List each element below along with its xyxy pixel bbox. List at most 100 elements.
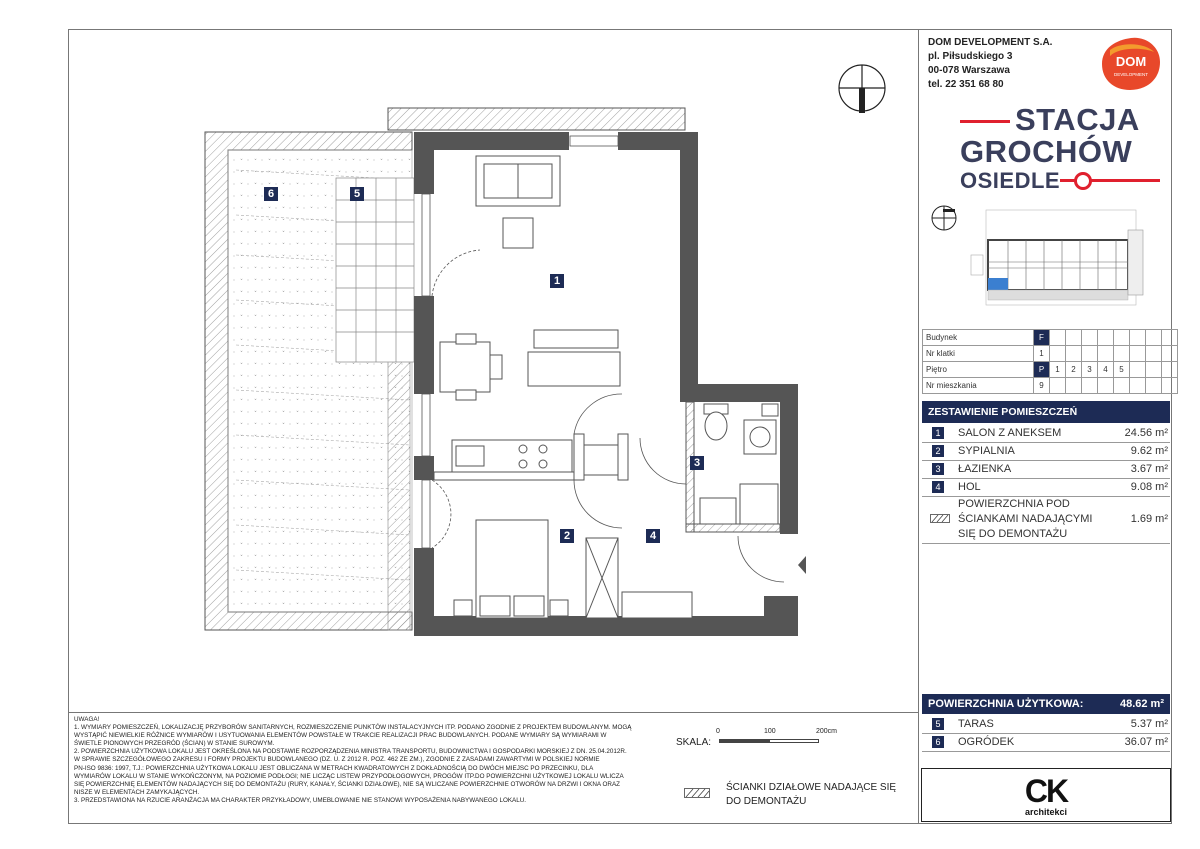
room-name: SYPIALNIA: [958, 445, 1015, 457]
usable-area-value: 48.62 m²: [1119, 698, 1164, 710]
pietro-value-p: P: [1033, 361, 1050, 378]
extra-name: TARAS: [958, 718, 994, 730]
brand-line-3: OSIEDLE: [960, 168, 1061, 193]
room-area: 24.56 m²: [1124, 427, 1168, 439]
legend-line-1: ŚCIANKI DZIAŁOWE NADAJĄCE SIĘ: [726, 782, 897, 793]
company-city: 00-078 Warszawa: [928, 65, 1010, 76]
note-line: NISZE W ELEMENTACH ZAMYKAJĄCYCH.: [74, 788, 200, 796]
key-plan: [931, 205, 1144, 306]
legend-line-2: DO DEMONTAŻU: [726, 796, 807, 807]
scale-label: SKALA:: [676, 737, 712, 748]
plan-label-5: 5: [350, 187, 364, 201]
plan-label-3: 3: [690, 456, 704, 470]
room-area: 3.67 m²: [1130, 463, 1168, 475]
info-row-mieszkania: Nr mieszkania 9: [922, 377, 1178, 394]
hatch-icon: [930, 514, 950, 523]
dom-development-logo: DOM DEVELOPMENT: [1102, 37, 1160, 90]
company-street: pl. Piłsudskiego 3: [928, 51, 1013, 62]
scale-bar: SKALA: 0 100 200cm: [676, 728, 876, 758]
room-area: 9.62 m²: [1130, 445, 1168, 457]
pietro-value-5: 5: [1113, 361, 1130, 378]
note-line: PN-ISO 9836: 1997, T.J.: POWIERZCHNIA UŻ…: [74, 764, 594, 772]
note-line: W SPRAWIE SZCZEGÓŁOWEGO ZAKRESU I FORMY …: [74, 756, 600, 764]
usable-area-label: POWIERZCHNIA UŻYTKOWA:: [928, 698, 1084, 710]
budynek-value: F: [1033, 329, 1050, 346]
pietro-label: Piętro: [922, 361, 1034, 378]
pietro-value-2: 2: [1065, 361, 1082, 378]
note-line: WYSTĄPIĆ NIEWIELKIE RÓŻNICE WYMIARÓW I U…: [74, 732, 607, 740]
entrance-arrow-icon: [798, 556, 806, 574]
company-address: DOM DEVELOPMENT S.A. pl. Piłsudskiego 3 …: [928, 36, 1052, 92]
demolition-line-1: POWIERZCHNIA POD: [958, 498, 1070, 510]
demolition-line-3: SIĘ DO DEMONTAŻU: [958, 528, 1068, 540]
sheet-frame: [68, 29, 1172, 824]
info-row-klatka: Nr klatki 1: [922, 345, 1178, 362]
room-name: ŁAZIENKA: [958, 463, 1012, 475]
info-row-pietro: Piętro P 1 2 3 4 5: [922, 361, 1178, 378]
north-arrow-icon: [838, 64, 886, 113]
brand-line-2: GROCHÓW: [960, 134, 1133, 169]
note-line: 1. WYMIARY POMIESZCZEŃ, LOKALIZACJĘ PRZY…: [74, 724, 632, 732]
demolition-area: 1.69 m²: [1130, 513, 1168, 525]
legend-text: ŚCIANKI DZIAŁOWE NADAJĄCE SIĘ DO DEMONTA…: [726, 782, 896, 807]
door-swings: [431, 249, 785, 583]
room-number: 1: [932, 427, 944, 439]
pietro-value-1: 1: [1049, 361, 1066, 378]
room-name: HOL: [958, 481, 981, 493]
plan-label-6: 6: [264, 187, 278, 201]
mieszkania-label: Nr mieszkania: [922, 377, 1034, 394]
terrace-area: [335, 177, 415, 363]
logo-dom-text: DOM: [1116, 54, 1146, 69]
pietro-value-3: 3: [1081, 361, 1098, 378]
plan-label-2: 2: [560, 529, 574, 543]
scale-tick-0: 0: [716, 728, 720, 735]
furniture: [439, 155, 693, 619]
room-name: SALON Z ANEKSEM: [958, 427, 1062, 439]
scale-tick-100: 100: [764, 728, 776, 735]
apartment-info-table: Budynek F Nr klatki 1 Piętro P 1 2 3 4 5…: [922, 329, 1178, 394]
mieszkania-value: 9: [1033, 377, 1050, 394]
demolition-row: POWIERZCHNIA POD ŚCIANKAMI NADAJĄCYMI SI…: [922, 497, 1170, 543]
scale-tick-200: 200cm: [816, 728, 838, 735]
room-number: 2: [932, 445, 944, 457]
room-area: 9.08 m²: [1130, 481, 1168, 493]
extra-number: 6: [932, 736, 944, 748]
usable-area-total: POWIERZCHNIA UŻYTKOWA: 48.62 m²: [922, 694, 1170, 714]
budynek-label: Budynek: [922, 329, 1034, 346]
demolition-line-2: ŚCIANKAMI NADAJĄCYMI: [958, 513, 1093, 525]
extra-area: 36.07 m²: [1124, 736, 1168, 748]
sheet-divider-horizontal: [68, 712, 919, 713]
exterior-walls: [414, 132, 798, 636]
brand-line-1: STACJA: [1015, 102, 1140, 137]
pietro-value-4: 4: [1097, 361, 1114, 378]
plan-label-4: 4: [646, 529, 660, 543]
company-name: DOM DEVELOPMENT S.A.: [928, 37, 1053, 48]
company-phone: tel. 22 351 68 80: [928, 79, 1004, 90]
klatka-label: Nr klatki: [922, 345, 1034, 362]
note-line: WYMIARÓW LOKALU W STANIE WYKOŃCZONYM, NA…: [74, 772, 624, 780]
extra-name: OGRÓDEK: [958, 736, 1015, 748]
extra-number: 5: [932, 718, 944, 730]
architect-mark: CK: [1024, 773, 1069, 809]
sheet-divider-vertical: [918, 29, 919, 824]
legend-hatch-icon: [684, 788, 710, 798]
notes-title: UWAGA!: [74, 716, 100, 723]
architect-logo: CK architekci: [921, 768, 1171, 822]
architect-name: architekci: [1024, 807, 1068, 817]
extra-area: 5.37 m²: [1130, 718, 1168, 730]
klatka-value: 1: [1033, 345, 1050, 362]
keyplan-north-icon: [931, 205, 957, 231]
room-number: 4: [932, 481, 944, 493]
note-line: 3. PRZEDSTAWIONA NA RZUCIE ARANŻACJA MA …: [74, 796, 527, 804]
bathroom-fixtures: [699, 403, 779, 525]
note-line: 2. POWIERZCHNIA UŻYTKOWA LOKALU JEST OKR…: [74, 748, 627, 756]
rooms-header: ZESTAWIENIE POMIESZCZEŃ: [922, 401, 1170, 423]
room-number: 3: [932, 463, 944, 475]
stacja-grochow-logo: STACJA GROCHÓW OSIEDLE: [930, 100, 1170, 200]
note-line: SIĘ POWIERZCHNIĘ ELEMENTÓW NADAJĄCYCH SI…: [74, 780, 621, 788]
info-row-budynek: Budynek F: [922, 329, 1178, 346]
logo-dom-subtext: DEVELOPMENT: [1114, 72, 1148, 77]
note-line: ŚWIETLE PIONOWYCH PRZEGRÓD (ŚCIAN) W STA…: [74, 740, 275, 748]
plan-label-1: 1: [550, 274, 564, 288]
notes-block: UWAGA! 1. WYMIARY POMIESZCZEŃ, LOKALIZAC…: [74, 716, 664, 805]
